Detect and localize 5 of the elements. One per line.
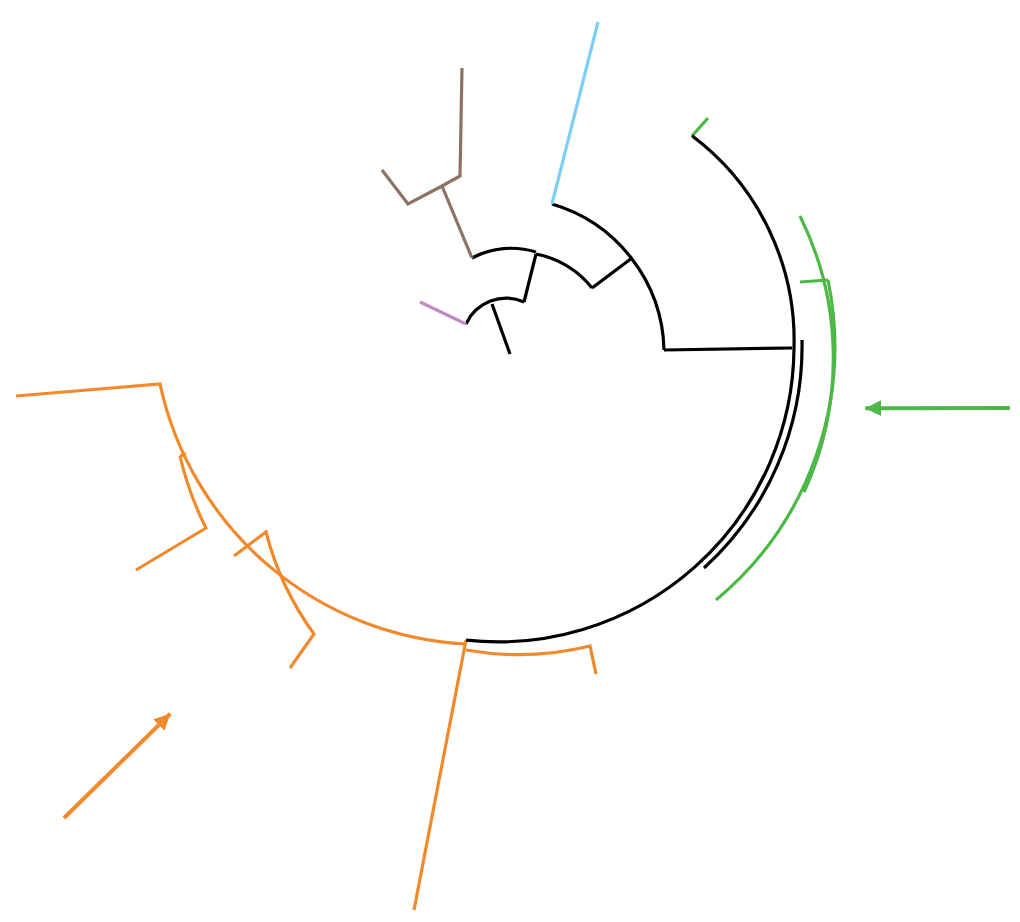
clade-branches [690,116,837,602]
arrow [865,400,1010,417]
clade-branches [15,382,598,911]
branch-line [466,134,796,644]
arrow [62,712,172,820]
